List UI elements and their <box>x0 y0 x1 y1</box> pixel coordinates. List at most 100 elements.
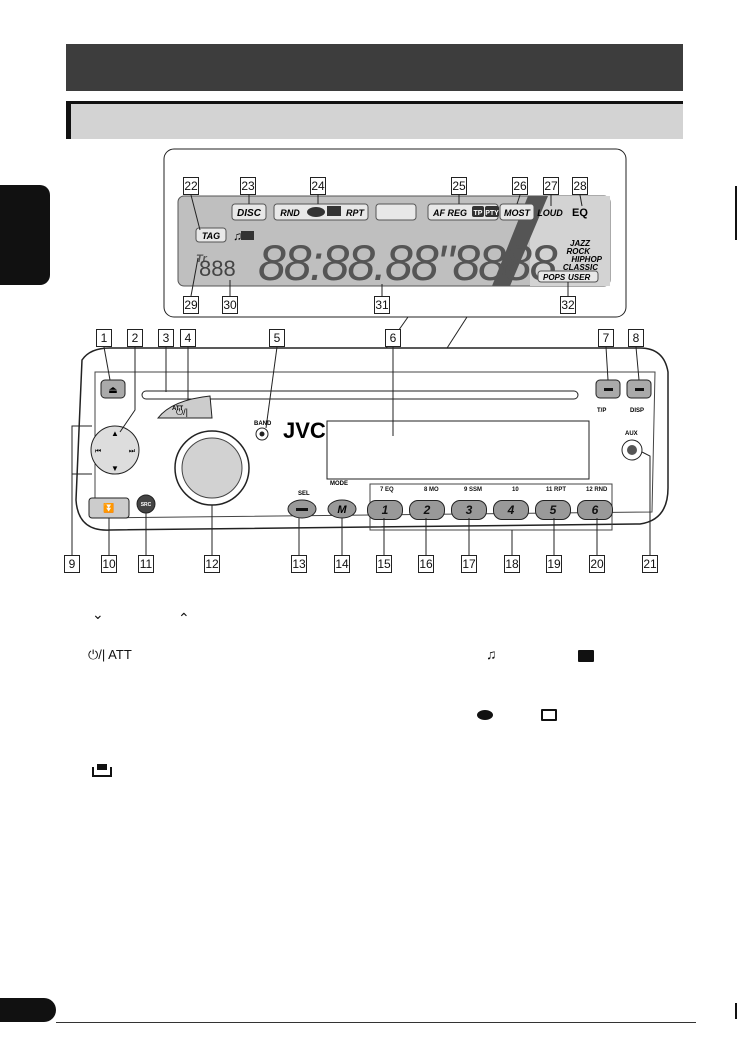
callout-31: 31 <box>374 296 390 314</box>
down-icon: ▼ <box>111 464 119 473</box>
callout-30: 30 <box>222 296 238 314</box>
disc-icon <box>307 207 325 217</box>
preset-2-function: 8 MO <box>424 487 439 493</box>
preset-button-1[interactable]: 1 <box>367 500 403 520</box>
preset-button-5[interactable]: 5 <box>535 500 571 520</box>
callout-9: 9 <box>64 555 80 573</box>
rnd-indicator: RND <box>280 208 300 218</box>
callout-21: 21 <box>642 555 658 573</box>
section-title-bar <box>66 101 683 139</box>
disp-label: DISP <box>630 408 644 414</box>
detach-icon: ⏬ <box>103 502 114 513</box>
folder-icon-lcd <box>241 231 254 240</box>
eq-mode-user: USER <box>568 273 590 282</box>
af-reg-indicator: AF REG <box>432 208 467 218</box>
preset-button-4[interactable]: 4 <box>493 500 529 520</box>
main-segment-display: 88:88.88"8888 <box>258 235 558 291</box>
callout-5: 5 <box>269 329 285 347</box>
pty-indicator: PTY <box>485 210 499 217</box>
volume-knob <box>181 437 243 499</box>
prev-icon: ⏮ <box>95 448 101 455</box>
page-number-tab <box>0 998 56 1022</box>
callout-24: 24 <box>310 177 326 195</box>
aux-label: AUX <box>625 431 638 437</box>
callout-17: 17 <box>461 555 477 573</box>
callout-12: 12 <box>204 555 220 573</box>
mode-label: MODE <box>330 481 348 487</box>
up-icon: ▲ <box>111 429 119 438</box>
callout-23: 23 <box>240 177 256 195</box>
preset-1-function: 7 EQ <box>380 487 394 493</box>
brand-logo: JVC <box>283 418 326 443</box>
preset-labels: 7 EQ 8 MO 9 SSM 10 11 RPT 12 RND <box>364 485 616 499</box>
tag-indicator: TAG <box>202 231 220 241</box>
callout-27: 27 <box>543 177 559 195</box>
preset-button-6[interactable]: 6 <box>577 500 613 520</box>
eq-mode-pops: POPS <box>543 273 566 282</box>
callout-15: 15 <box>376 555 392 573</box>
eq-indicator: EQ <box>572 207 588 219</box>
callout-22: 22 <box>183 177 199 195</box>
footer-rule <box>56 1022 696 1023</box>
unit-display-window <box>326 420 590 480</box>
folder-open-legend-icon <box>541 709 557 721</box>
callout-14: 14 <box>334 555 350 573</box>
mode-button-label: M <box>337 504 347 516</box>
callout-3: 3 <box>158 329 174 347</box>
callout-13: 13 <box>291 555 307 573</box>
sel-label: SEL <box>298 491 310 497</box>
callout-19: 19 <box>546 555 562 573</box>
display-zoom-frame <box>163 148 627 318</box>
chevron-down-icon: ⌄ <box>92 606 104 622</box>
preset-button-2[interactable]: 2 <box>409 500 445 520</box>
callout-25: 25 <box>451 177 467 195</box>
detach-legend-icon <box>92 767 112 777</box>
band-label: BAND <box>254 421 272 427</box>
callout-18: 18 <box>504 555 520 573</box>
callout-1: 1 <box>96 329 112 347</box>
callout-8: 8 <box>628 329 644 347</box>
track-digits: 888 <box>199 256 236 281</box>
eq-mode-hiphop: HIPHOP <box>571 255 602 264</box>
chevron-up-icon: ⌃ <box>178 610 190 626</box>
rpt-indicator: RPT <box>346 208 366 218</box>
callout-20: 20 <box>589 555 605 573</box>
callout-11: 11 <box>138 555 154 573</box>
callout-26: 26 <box>512 177 528 195</box>
preset-buttons: 1 2 3 4 5 6 <box>365 500 615 520</box>
power-att-button <box>156 395 213 419</box>
most-indicator: MOST <box>504 208 532 218</box>
callout-2: 2 <box>127 329 143 347</box>
note-icon: ♫ <box>233 229 242 243</box>
power-icon: ⏻/| <box>176 407 188 417</box>
att-label: ATT <box>172 406 184 412</box>
next-icon: ⏭ <box>129 448 136 455</box>
disc-slot <box>141 390 579 400</box>
language-side-tab <box>0 185 50 285</box>
tp-label: T/P <box>597 408 606 414</box>
tr-indicator: Tr <box>196 253 208 265</box>
preset-5-function: 11 RPT <box>546 487 567 493</box>
callout-6: 6 <box>385 329 401 347</box>
right-edge-mark-bottom <box>735 1003 737 1019</box>
folder-icon <box>327 206 341 216</box>
eq-mode-jazz: JAZZ <box>570 239 591 248</box>
preset-6-function: 12 RND <box>586 487 608 493</box>
src-label: SRC <box>141 502 152 508</box>
callout-16: 16 <box>418 555 434 573</box>
preset-3-function: 9 SSM <box>464 487 483 493</box>
loud-indicator: LOUD <box>537 208 563 218</box>
folder-legend-icon <box>578 650 594 662</box>
eq-mode-classic: CLASSIC <box>563 263 598 272</box>
tp-indicator: TP <box>474 210 483 217</box>
disc-legend-icon <box>477 710 493 720</box>
callout-7: 7 <box>598 329 614 347</box>
right-edge-mark <box>735 186 737 240</box>
callout-10: 10 <box>101 555 117 573</box>
eq-mode-rock: ROCK <box>566 247 591 256</box>
disc-indicator: DISC <box>237 208 262 219</box>
power-att-legend: ⏻/| ATT <box>88 647 132 662</box>
preset-button-3[interactable]: 3 <box>451 500 487 520</box>
callout-29: 29 <box>183 296 199 314</box>
preset-4-function: 10 <box>512 487 519 493</box>
